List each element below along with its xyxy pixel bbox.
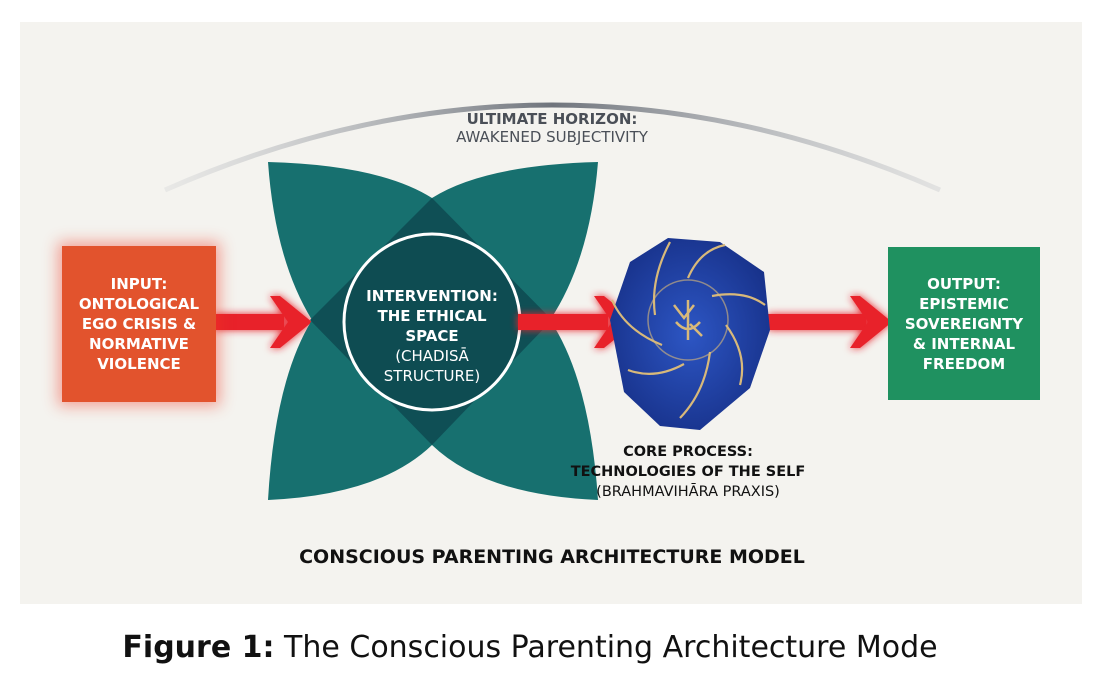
caption-text: The Conscious Parenting Architecture Mod… bbox=[274, 630, 938, 665]
core-line: TECHNOLOGIES OF THE SELF bbox=[570, 464, 806, 480]
intervention-line: INTERVENTION: bbox=[366, 287, 498, 305]
input-line: NORMATIVE bbox=[89, 335, 189, 353]
caption-label: Figure 1: bbox=[122, 630, 275, 665]
core-line: CORE PROCESS: bbox=[623, 444, 753, 460]
output-line: SOVEREIGNTY bbox=[904, 314, 1024, 333]
symbol-glyph-icon bbox=[673, 300, 703, 340]
input-label: INPUT: bbox=[110, 275, 168, 293]
core-process-label: CORE PROCESS: TECHNOLOGIES OF THE SELF (… bbox=[548, 442, 828, 502]
horizon-subtitle: AWAKENED SUBJECTIVITY bbox=[456, 128, 648, 146]
arrow-core-to-output bbox=[768, 296, 892, 348]
horizon-title: ULTIMATE HORIZON: bbox=[466, 110, 638, 128]
figure-caption: Figure 1: The Conscious Parenting Archit… bbox=[0, 630, 1060, 665]
horizon-label: ULTIMATE HORIZON: AWAKENED SUBJECTIVITY bbox=[352, 110, 752, 146]
intervention-line: THE ETHICAL bbox=[377, 307, 487, 325]
diagram-title: CONSCIOUS PARENTING ARCHITECTURE MODEL bbox=[299, 546, 805, 568]
core-process-emblem bbox=[610, 238, 770, 430]
input-line: VIOLENCE bbox=[97, 355, 181, 373]
input-line: EGO CRISIS & bbox=[81, 315, 197, 333]
intervention-line: SPACE bbox=[405, 327, 459, 345]
output-label: OUTPUT: bbox=[927, 274, 1001, 293]
core-line: (BRAHMAVIHĀRA PRAXIS) bbox=[596, 484, 780, 500]
intervention-label: INTERVENTION: THE ETHICAL SPACE (CHADISĀ… bbox=[342, 286, 522, 386]
input-line: ONTOLOGICAL bbox=[78, 295, 200, 313]
ethical-space-flower bbox=[268, 162, 598, 500]
output-line: FREEDOM bbox=[922, 354, 1006, 373]
input-box: INPUT: ONTOLOGICAL EGO CRISIS & NORMATIV… bbox=[62, 246, 216, 402]
output-line: & INTERNAL bbox=[912, 334, 1016, 353]
arrow-input-to-intervention bbox=[214, 296, 312, 348]
intervention-line: (CHADISĀ bbox=[395, 347, 469, 365]
output-line: EPISTEMIC bbox=[919, 294, 1009, 313]
intervention-line: STRUCTURE) bbox=[383, 367, 481, 385]
horizon-arc bbox=[163, 102, 942, 193]
output-box: OUTPUT: EPISTEMIC SOVEREIGNTY & INTERNAL… bbox=[888, 247, 1040, 400]
